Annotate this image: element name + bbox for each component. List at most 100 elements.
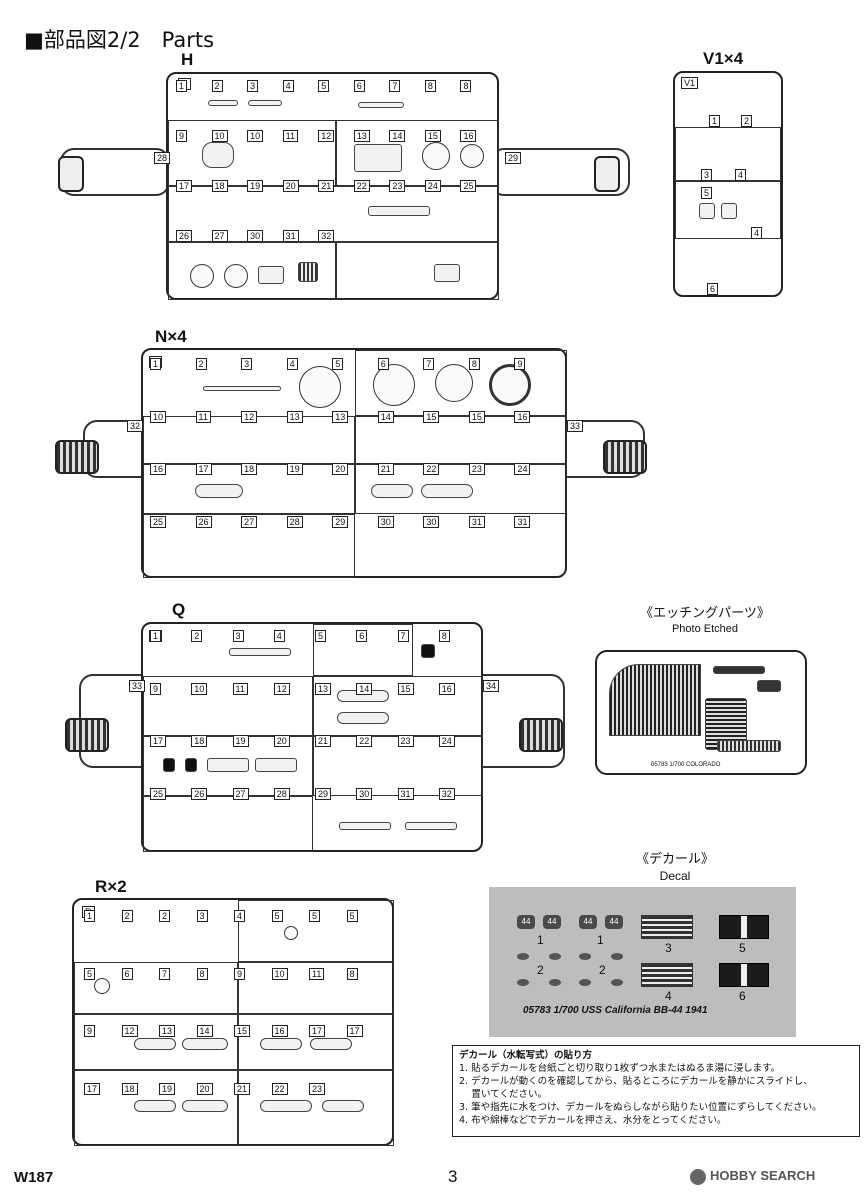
sprue-r: R (72, 898, 394, 1146)
decal-roundel (517, 953, 529, 960)
part-shape (422, 142, 450, 170)
part-number: 4 (735, 169, 747, 181)
sprue-q-cell (313, 624, 413, 676)
part-shape (371, 484, 413, 498)
sprue-v1: V1 1 2 3 4 5 4 6 (673, 71, 783, 297)
part-shape (310, 1038, 352, 1050)
sprue-r-cell (74, 962, 238, 1014)
instructions-step: 4. 布や綿棒などでデカールを押さえ、水分をとってください。 (459, 1115, 727, 1126)
part-shape (134, 1100, 176, 1112)
sprue-h: H 28 29 (58, 72, 630, 302)
part-shape (208, 100, 238, 106)
decal-roundel (549, 953, 561, 960)
decal-label: 2 (537, 963, 544, 977)
part-number: 2 (741, 115, 753, 127)
part-number: 34 (483, 680, 500, 692)
part-shape (182, 1100, 228, 1112)
sprue-q-tab-right (519, 718, 563, 752)
sprue-q-cell (143, 676, 313, 736)
sprue-q-cell (313, 736, 483, 796)
part-number: 33 (567, 420, 584, 432)
photo-etched-title: 《エッチングパーツ》 Photo Etched (610, 602, 800, 635)
instructions-step: 2. デカールが動くのを確認してから、貼るところにデカールを静かにスライドし、 (459, 1076, 813, 1087)
part-number: 29 (505, 152, 522, 164)
decal-roundel (579, 953, 591, 960)
part-shape (421, 644, 435, 658)
part-number: 5 (701, 187, 713, 199)
sprue-n-tag: N (149, 356, 162, 368)
decal-roundel (549, 979, 561, 986)
part-shape (284, 926, 298, 940)
decal-title: 《デカール》 Decal (590, 848, 760, 883)
etched-railing (609, 664, 701, 736)
decal-flag (641, 963, 693, 987)
part-shape (134, 1038, 176, 1050)
decal-title-jp: 《デカール》 (635, 852, 714, 867)
sprue-n-cell (355, 416, 567, 464)
photo-etched-title-jp: 《エッチングパーツ》 (640, 606, 770, 621)
etched-part (757, 680, 781, 692)
decal-caption: 05783 1/700 USS California BB-44 1941 (523, 1005, 708, 1016)
part-shape (299, 366, 341, 408)
sprue-v1-label: V1×4 (703, 49, 744, 68)
decal-flag-dark (719, 963, 769, 987)
part-shape (224, 264, 248, 288)
instructions-heading: デカール（水転写式）の貼り方 (459, 1050, 593, 1061)
part-shape (339, 822, 391, 830)
sprue-n-cell (355, 350, 567, 416)
part-shape (248, 100, 282, 106)
decal-label: 6 (739, 989, 746, 1003)
etched-part (717, 740, 781, 752)
part-shape (489, 364, 531, 406)
decal-label: 4 (665, 989, 672, 1003)
sprue-h-tab-left (58, 156, 84, 192)
watermark-text: HOBBY SEARCH (710, 1168, 816, 1183)
page-number: 3 (448, 1167, 458, 1186)
sprue-h-tag: H (178, 78, 191, 90)
sprue-n: N 32 33 (55, 348, 667, 580)
sprue-h-cell (336, 120, 499, 186)
part-shape (434, 264, 460, 282)
sprue-h-tab-right (594, 156, 620, 192)
instructions-step: 1. 貼るデカールを台紙ごと切り取り1枚ずつ水またはぬるま湯に浸します。 (459, 1063, 781, 1074)
sprue-r-cell (238, 962, 394, 1014)
part-shape (421, 484, 473, 498)
sprue-r-cell (74, 1014, 238, 1070)
part-shape (322, 1100, 364, 1112)
part-number: 32 (127, 420, 144, 432)
sprue-q-cell (143, 736, 313, 796)
page-title: ■部品図2/2 Parts (24, 28, 215, 52)
decal-sheet: 44 44 44 44 1 1 2 2 3 5 4 6 05783 1/700 … (489, 887, 796, 1037)
sprue-q-tab-left (65, 718, 109, 752)
sprue-n-cell (143, 514, 355, 578)
decal-roundel (579, 979, 591, 986)
sprue-h-frame: H (166, 72, 499, 300)
decal-hull-number: 44 (605, 915, 623, 929)
decal-label: 5 (739, 941, 746, 955)
part-shape (190, 264, 214, 288)
sprue-q-label: Q (172, 600, 186, 619)
decal-label: 1 (597, 933, 604, 947)
photo-etched-fret-code: 05783 1/700 COLORADO (651, 762, 721, 768)
sprue-v1-cell (675, 181, 781, 239)
part-shape (337, 712, 389, 724)
sprue-q-tag: Q (149, 630, 163, 642)
part-shape (185, 758, 197, 772)
watermark: HOBBY SEARCH (690, 1168, 815, 1185)
decal-label: 1 (537, 933, 544, 947)
part-shape (182, 1038, 228, 1050)
part-number: 28 (154, 152, 171, 164)
sprue-q-cell (143, 796, 313, 852)
decal-flag-dark (719, 915, 769, 939)
part-shape (229, 648, 291, 656)
sprue-v1-cell (675, 127, 781, 181)
part-shape (721, 203, 737, 219)
part-shape (163, 758, 175, 772)
sprue-h-cell (168, 242, 336, 300)
sprue-n-cell (143, 416, 355, 464)
sprue-n-tab-right (603, 440, 647, 474)
footer-code: W187 (14, 1169, 54, 1186)
sprue-n-cell (355, 464, 567, 514)
part-number: 33 (129, 680, 146, 692)
part-shape (202, 142, 234, 168)
